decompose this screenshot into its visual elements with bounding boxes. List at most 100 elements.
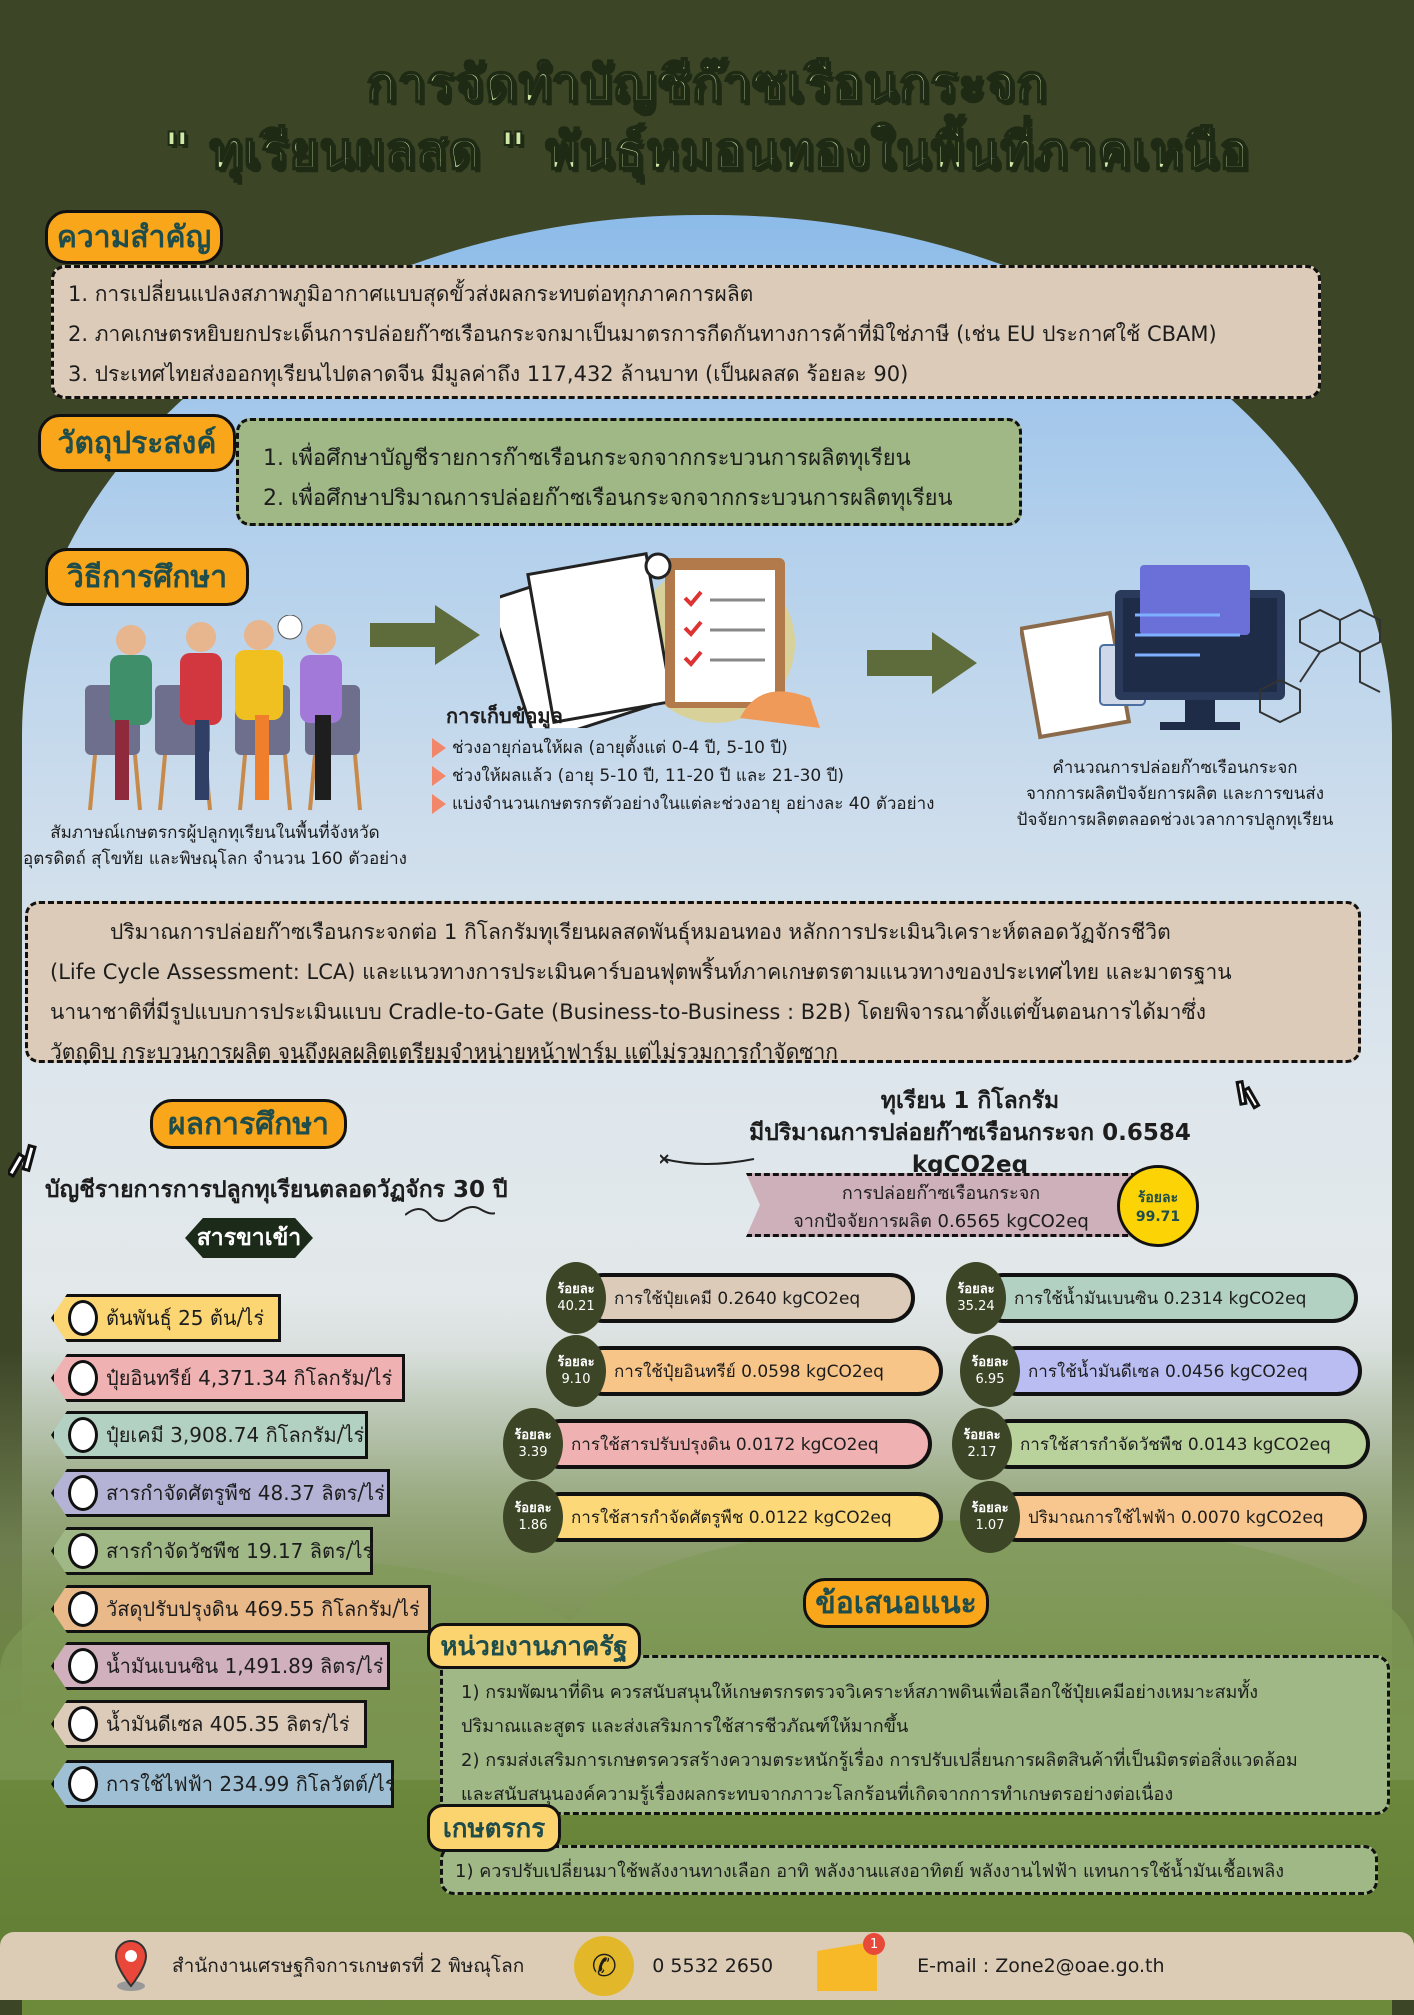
circle-marker-icon — [68, 1360, 98, 1396]
farmer-line: 1) ควรปรับเปลี่ยนมาใช้พลังงานทางเลือก อา… — [455, 1861, 1285, 1882]
recommendations-heading: ข้อเสนอแนะ — [803, 1578, 989, 1628]
percent-value: 3.39 — [518, 1445, 548, 1460]
input-item: น้ำมันเบนซิน 1,491.89 ลิตร/ไร่ — [51, 1642, 390, 1690]
caption-line: คำนวณการปล่อยก๊าซเรือนกระจก — [1052, 758, 1298, 778]
government-box: 1) กรมพัฒนาที่ดิน ควรสนับสนุนให้เกษตรกรต… — [440, 1655, 1390, 1815]
percent-value: 1.07 — [975, 1518, 1005, 1533]
squiggle-decoration — [660, 1154, 755, 1165]
emission-item-label: การใช้ปุ๋ยอินทรีย์ 0.0598 kgCO2eq — [614, 1361, 884, 1382]
location-pin-icon — [114, 1939, 148, 1991]
collection-item-text: แบ่งจำนวนเกษตรกรตัวอย่างในแต่ละช่วงอายุ … — [452, 794, 935, 814]
office-name: สำนักงานเศรษฐกิจการเกษตรที่ 2 พิษณุโลก — [172, 1955, 525, 1977]
summary-line: ทุเรียน 1 กิโลกรัม — [880, 1088, 1060, 1114]
lca-line: ปริมาณการปล่อยก๊าซเรือนกระจกต่อ 1 กิโลกร… — [110, 920, 1171, 944]
collection-item: ช่วงอายุก่อนให้ผล (อายุตั้งแต่ 0-4 ปี, 5… — [432, 734, 934, 762]
lca-box: ปริมาณการปล่อยก๊าซเรือนกระจกต่อ 1 กิโลกร… — [25, 901, 1361, 1064]
percent-label: ร้อยละ — [557, 1282, 595, 1297]
circle-marker-icon — [68, 1417, 98, 1453]
input-item: น้ำมันดีเซล 405.35 ลิตร/ไร่ — [51, 1700, 367, 1748]
input-item-label: ปุ๋ยเคมี 3,908.74 กิโลกรัม/ไร่ — [106, 1423, 365, 1447]
clipboard-illustration — [500, 551, 820, 728]
emission-item-label: การใช้สารกำจัดวัชพืช 0.0143 kgCO2eq — [1020, 1434, 1331, 1455]
input-item-label: น้ำมันดีเซล 405.35 ลิตร/ไร่ — [106, 1712, 350, 1736]
emission-percent-badge: ร้อยละ 3.39 — [503, 1408, 563, 1480]
phone-icon: ✆ — [574, 1936, 635, 1996]
page-title-line1: การจัดทำบัญชีก๊าซเรือนกระจก — [365, 54, 1048, 114]
arrow-right-icon — [370, 605, 480, 665]
emission-item: การใช้สารกำจัดวัชพืช 0.0143 kgCO2eq — [984, 1419, 1370, 1469]
inventory-title: บัญชีรายการการปลูกทุเรียนตลอดวัฏจักร 30 … — [45, 1177, 508, 1203]
government-line: 2) กรมส่งเสริมการเกษตรควรสร้างความตระหนั… — [461, 1750, 1298, 1771]
notification-badge: 1 — [863, 1933, 886, 1955]
interview-caption: สัมภาษณ์เกษตรกรผู้ปลูกทุเรียนในพื้นที่จั… — [0, 820, 430, 872]
caption-line: สัมภาษณ์เกษตรกรผู้ปลูกทุเรียนในพื้นที่จั… — [50, 823, 380, 843]
collection-item: ช่วงให้ผลแล้ว (อายุ 5-10 ปี, 11-20 ปี แล… — [432, 762, 934, 790]
bullet-arrow-icon — [432, 738, 446, 758]
emission-item: การใช้น้ำมันดีเซล 0.0456 kgCO2eq — [992, 1346, 1362, 1396]
government-line: ปริมาณและสูตร และส่งเสริมการใช้สารชีวภัณ… — [461, 1716, 909, 1737]
collection-heading: การเก็บข้อมูล — [446, 704, 563, 728]
emission-item: การใช้ปุ๋ยเคมี 0.2640 kgCO2eq — [578, 1273, 915, 1323]
emission-item-label: ปริมาณการใช้ไฟฟ้า 0.0070 kgCO2eq — [1028, 1507, 1324, 1528]
objective-item: 2. เพื่อศึกษาปริมาณการปล่อยก๊าซเรือนกระจ… — [263, 486, 953, 511]
percent-value: 99.71 — [1135, 1209, 1181, 1225]
importance-item: 1. การเปลี่ยนแปลงสภาพภูมิอากาศแบบสุดขั้ว… — [68, 282, 754, 306]
emission-item-label: การใช้สารปรับปรุงดิน 0.0172 kgCO2eq — [571, 1434, 879, 1455]
production-emission-banner: การปล่อยก๊าซเรือนกระจก จากปัจจัยการผลิต … — [746, 1173, 1146, 1237]
emission-item-label: การใช้น้ำมันดีเซล 0.0456 kgCO2eq — [1028, 1361, 1308, 1382]
lca-line: นานาชาติที่มีรูปแบบการประเมินแบบ Cradle-… — [50, 1000, 1206, 1024]
objectives-heading: วัตถุประสงค์ — [38, 414, 236, 472]
farmer-heading: เกษตรกร — [427, 1804, 561, 1852]
squiggle-decoration — [405, 1206, 495, 1222]
production-percent-badge: ร้อยละ 99.71 — [1117, 1165, 1199, 1247]
production-value: จากปัจจัยการผลิต 0.6565 kgCO2eq — [793, 1211, 1089, 1232]
emission-item-label: การใช้น้ำมันเบนซิน 0.2314 kgCO2eq — [1014, 1288, 1307, 1309]
inputs-label: สารขาเข้า — [185, 1218, 313, 1258]
emission-item: การใช้น้ำมันเบนซิน 0.2314 kgCO2eq — [978, 1273, 1358, 1323]
farmer-box: 1) ควรปรับเปลี่ยนมาใช้พลังงานทางเลือก อา… — [440, 1845, 1378, 1895]
emission-item-label: การใช้ปุ๋ยเคมี 0.2640 kgCO2eq — [614, 1288, 861, 1309]
collection-list: ช่วงอายุก่อนให้ผล (อายุตั้งแต่ 0-4 ปี, 5… — [432, 734, 934, 818]
input-item: ปุ๋ยเคมี 3,908.74 กิโลกรัม/ไร่ — [51, 1411, 368, 1459]
input-item: ต้นพันธุ์ 25 ต้น/ไร่ — [51, 1294, 281, 1342]
input-item-label: การใช้ไฟฟ้า 234.99 กิโลวัตต์/ไร่ — [106, 1772, 396, 1796]
government-line: และสนับสนุนองค์ความรู้เรื่องผลกระทบจากภา… — [461, 1784, 1174, 1805]
circle-marker-icon — [68, 1766, 98, 1802]
percent-value: 1.86 — [518, 1518, 548, 1533]
government-heading: หน่วยงานภาครัฐ — [427, 1623, 641, 1669]
method-heading: วิธีการศึกษา — [45, 548, 249, 606]
importance-box: 1. การเปลี่ยนแปลงสภาพภูมิอากาศแบบสุดขั้ว… — [51, 265, 1321, 399]
caption-line: จากการผลิตปัจจัยการผลิต และการขนส่ง — [1025, 784, 1325, 804]
calculation-caption: คำนวณการปล่อยก๊าซเรือนกระจก จากการผลิตปั… — [990, 755, 1360, 833]
emission-percent-badge: ร้อยละ 1.86 — [503, 1481, 563, 1553]
bullet-arrow-icon — [432, 766, 446, 786]
bullet-arrow-icon — [432, 794, 446, 814]
emission-item: ปริมาณการใช้ไฟฟ้า 0.0070 kgCO2eq — [992, 1492, 1367, 1542]
input-item-label: สารกำจัดศัตรูพืช 48.37 ลิตร/ไร่ — [106, 1481, 385, 1505]
percent-label: ร้อยละ — [514, 1428, 552, 1443]
arrow-right-icon — [867, 632, 977, 694]
emission-item: การใช้ปุ๋ยอินทรีย์ 0.0598 kgCO2eq — [578, 1346, 943, 1396]
circle-marker-icon — [68, 1533, 98, 1569]
phone-number[interactable]: 0 5532 2650 — [652, 1955, 774, 1977]
results-heading: ผลการศึกษา — [150, 1099, 347, 1149]
sparkle-icon — [1235, 1080, 1261, 1110]
percent-value: 2.17 — [967, 1445, 997, 1460]
emission-item: การใช้สารกำจัดศัตรูพืช 0.0122 kgCO2eq — [535, 1492, 943, 1542]
percent-label: ร้อยละ — [514, 1501, 552, 1516]
collection-item-text: ช่วงให้ผลแล้ว (อายุ 5-10 ปี, 11-20 ปี แล… — [452, 766, 845, 786]
sparkle-icon — [8, 1143, 37, 1179]
email-address[interactable]: E-mail : Zone2@oae.go.th — [917, 1955, 1165, 1977]
percent-label: ร้อยละ — [957, 1282, 995, 1297]
percent-label: ร้อยละ — [971, 1355, 1009, 1370]
importance-item: 3. ประเทศไทยส่งออกทุเรียนไปตลาดจีน มีมูล… — [68, 362, 909, 386]
percent-value: 9.10 — [561, 1372, 591, 1387]
objectives-box: 1. เพื่อศึกษาบัญชีรายการก๊าซเรือนกระจกจา… — [236, 418, 1022, 526]
input-item: สารกำจัดศัตรูพืช 48.37 ลิตร/ไร่ — [51, 1469, 390, 1517]
circle-marker-icon — [68, 1706, 98, 1742]
